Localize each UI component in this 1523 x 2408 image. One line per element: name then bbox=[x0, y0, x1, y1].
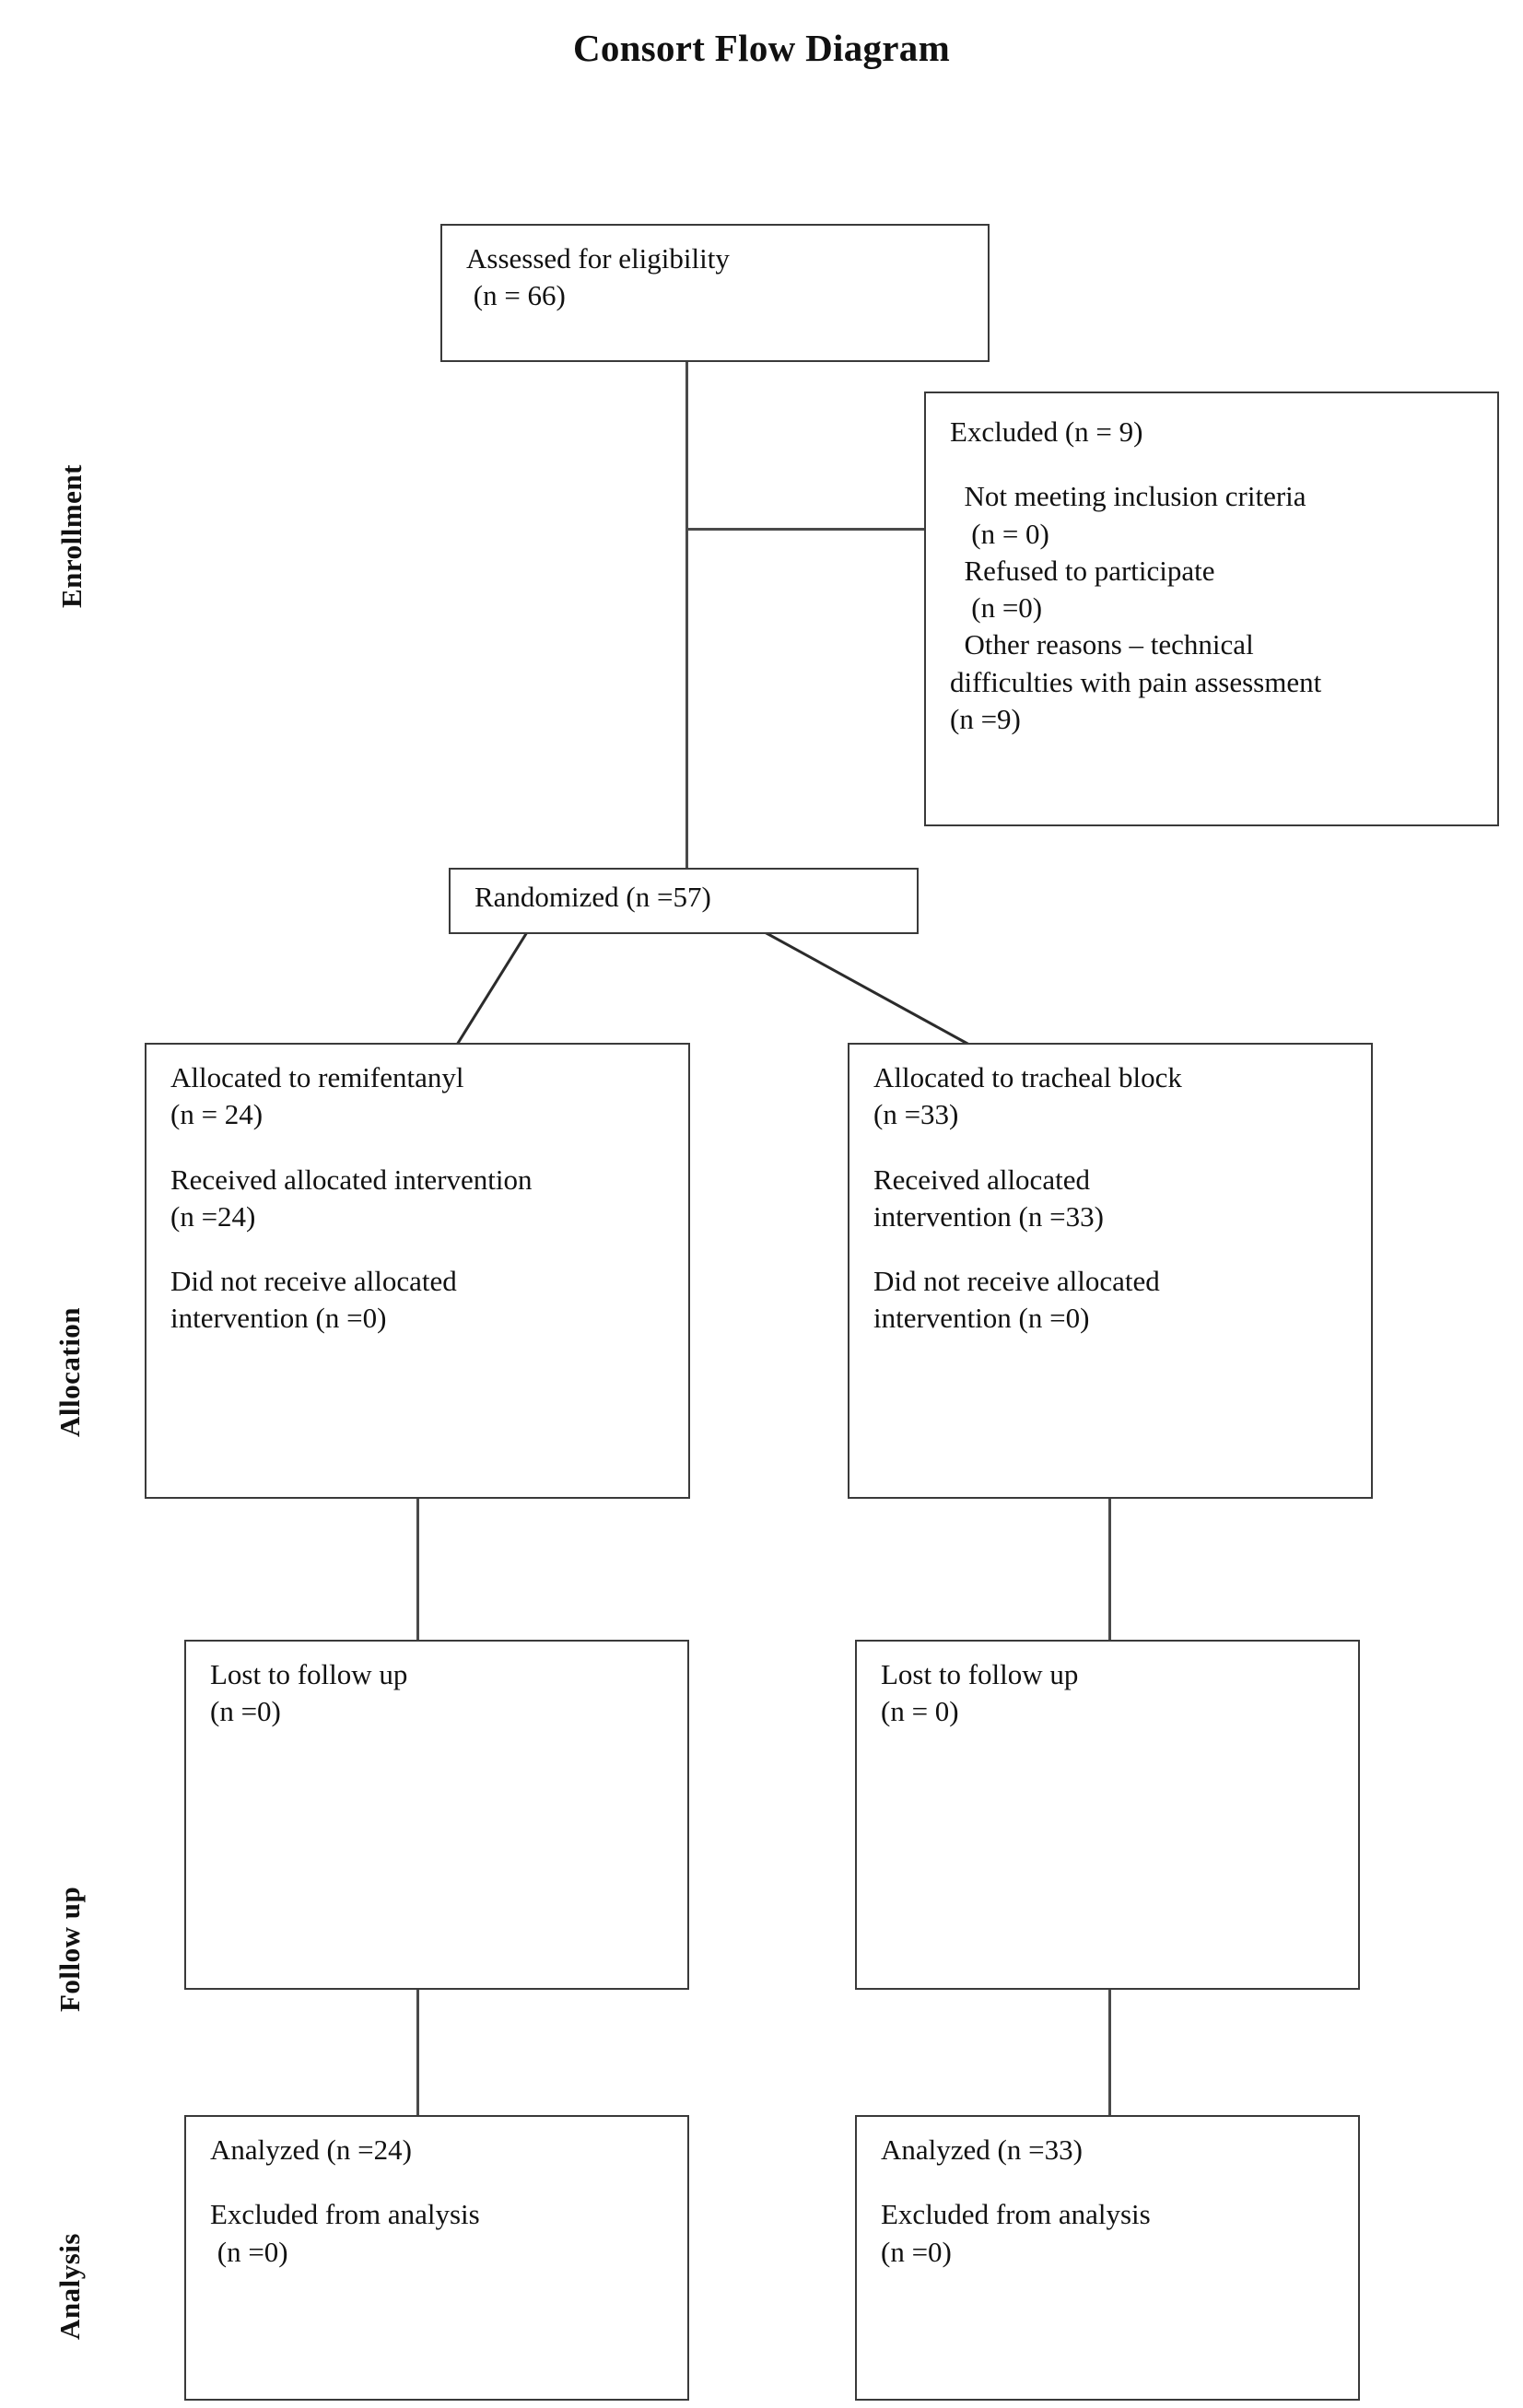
connector-eligibility-to-excluded bbox=[685, 528, 925, 531]
page-title: Consort Flow Diagram bbox=[572, 27, 951, 69]
followup-right-line-2: (n = 0) bbox=[881, 1695, 959, 1728]
randomized-box: Randomized (n =57) bbox=[449, 868, 919, 934]
excluded-heading: Excluded (n = 9) bbox=[950, 415, 1143, 448]
eligibility-line-1: Assessed for eligibility bbox=[466, 242, 730, 275]
lost-to-follow-up-right-box: Lost to follow up (n = 0) bbox=[855, 1640, 1360, 1990]
alloc-right-title-1: Allocated to tracheal block bbox=[873, 1061, 1182, 1093]
excluded-reason-3-cont: difficulties with pain assessment bbox=[950, 665, 1322, 698]
connector-alloc-right-to-followup bbox=[1108, 1499, 1111, 1640]
alloc-right-spacer-2 bbox=[873, 1235, 1353, 1263]
analysis-right-spacer bbox=[881, 2168, 1340, 2196]
alloc-right-received-1: Received allocated bbox=[873, 1163, 1090, 1196]
analyzed-right-box: Analyzed (n =33) Excluded from analysis … bbox=[855, 2115, 1360, 2401]
followup-left-line-2: (n =0) bbox=[210, 1695, 281, 1728]
connector-followup-right-to-analysis bbox=[1108, 1990, 1111, 2115]
analysis-left-spacer bbox=[210, 2168, 669, 2196]
assessed-for-eligibility-box: Assessed for eligibility (n = 66) bbox=[440, 224, 990, 362]
stage-label-allocation: Allocation bbox=[53, 1306, 86, 1437]
alloc-left-title-2: (n = 24) bbox=[170, 1098, 264, 1131]
connector-alloc-left-to-followup bbox=[416, 1499, 419, 1640]
analysis-left-analyzed: Analyzed (n =24) bbox=[210, 2133, 412, 2166]
excluded-reason-2-count: (n =0) bbox=[950, 591, 1043, 625]
alloc-right-spacer-1 bbox=[873, 1134, 1353, 1162]
followup-right-line-1: Lost to follow up bbox=[881, 1658, 1079, 1690]
alloc-left-title-1: Allocated to remifentanyl bbox=[170, 1061, 464, 1093]
lost-to-follow-up-left-box: Lost to follow up (n =0) bbox=[184, 1640, 689, 1990]
alloc-left-spacer-2 bbox=[170, 1235, 670, 1263]
analyzed-left-box: Analyzed (n =24) Excluded from analysis … bbox=[184, 2115, 689, 2401]
alloc-right-not-received-2: intervention (n =0) bbox=[873, 1302, 1090, 1335]
alloc-left-not-received-1: Did not receive allocated bbox=[170, 1265, 457, 1298]
alloc-right-received-2: intervention (n =33) bbox=[873, 1199, 1104, 1233]
alloc-left-not-received-2: intervention (n =0) bbox=[170, 1302, 387, 1335]
analysis-right-excluded-2: (n =0) bbox=[881, 2235, 952, 2268]
alloc-left-spacer-1 bbox=[170, 1134, 670, 1162]
alloc-left-received-1: Received allocated intervention bbox=[170, 1163, 533, 1196]
randomized-label: Randomized (n =57) bbox=[474, 881, 711, 913]
followup-left-line-1: Lost to follow up bbox=[210, 1658, 408, 1690]
stage-label-enrollment: Enrollment bbox=[55, 464, 88, 608]
analysis-right-excluded-1: Excluded from analysis bbox=[881, 2198, 1151, 2231]
analysis-left-excluded-2: (n =0) bbox=[210, 2235, 288, 2268]
allocated-tracheal-block-box: Allocated to tracheal block (n =33) Rece… bbox=[848, 1043, 1373, 1499]
connector-eligibility-to-randomized bbox=[685, 361, 688, 879]
alloc-left-received-2: (n =24) bbox=[170, 1199, 256, 1233]
excluded-spacer bbox=[950, 450, 1479, 478]
excluded-reason-2: Refused to participate bbox=[950, 554, 1215, 587]
connector-randomized-split bbox=[455, 930, 970, 1046]
eligibility-line-2: (n = 66) bbox=[466, 279, 566, 312]
allocated-remifentanyl-box: Allocated to remifentanyl (n = 24) Recei… bbox=[145, 1043, 690, 1499]
analysis-right-analyzed: Analyzed (n =33) bbox=[881, 2133, 1083, 2166]
alloc-right-title-2: (n =33) bbox=[873, 1098, 959, 1131]
excluded-reason-3: Other reasons – technical bbox=[950, 628, 1254, 661]
excluded-reason-3-count: (n =9) bbox=[950, 703, 1021, 736]
stage-label-followup: Follow up bbox=[53, 1886, 86, 2012]
connector-followup-left-to-analysis bbox=[416, 1990, 419, 2115]
stage-label-analysis: Analysis bbox=[53, 2233, 86, 2340]
excluded-box: Excluded (n = 9) Not meeting inclusion c… bbox=[924, 392, 1499, 826]
alloc-right-not-received-1: Did not receive allocated bbox=[873, 1265, 1160, 1298]
excluded-reason-1-count: (n = 0) bbox=[950, 517, 1049, 550]
analysis-left-excluded-1: Excluded from analysis bbox=[210, 2198, 480, 2231]
excluded-reason-1: Not meeting inclusion criteria bbox=[950, 480, 1306, 513]
